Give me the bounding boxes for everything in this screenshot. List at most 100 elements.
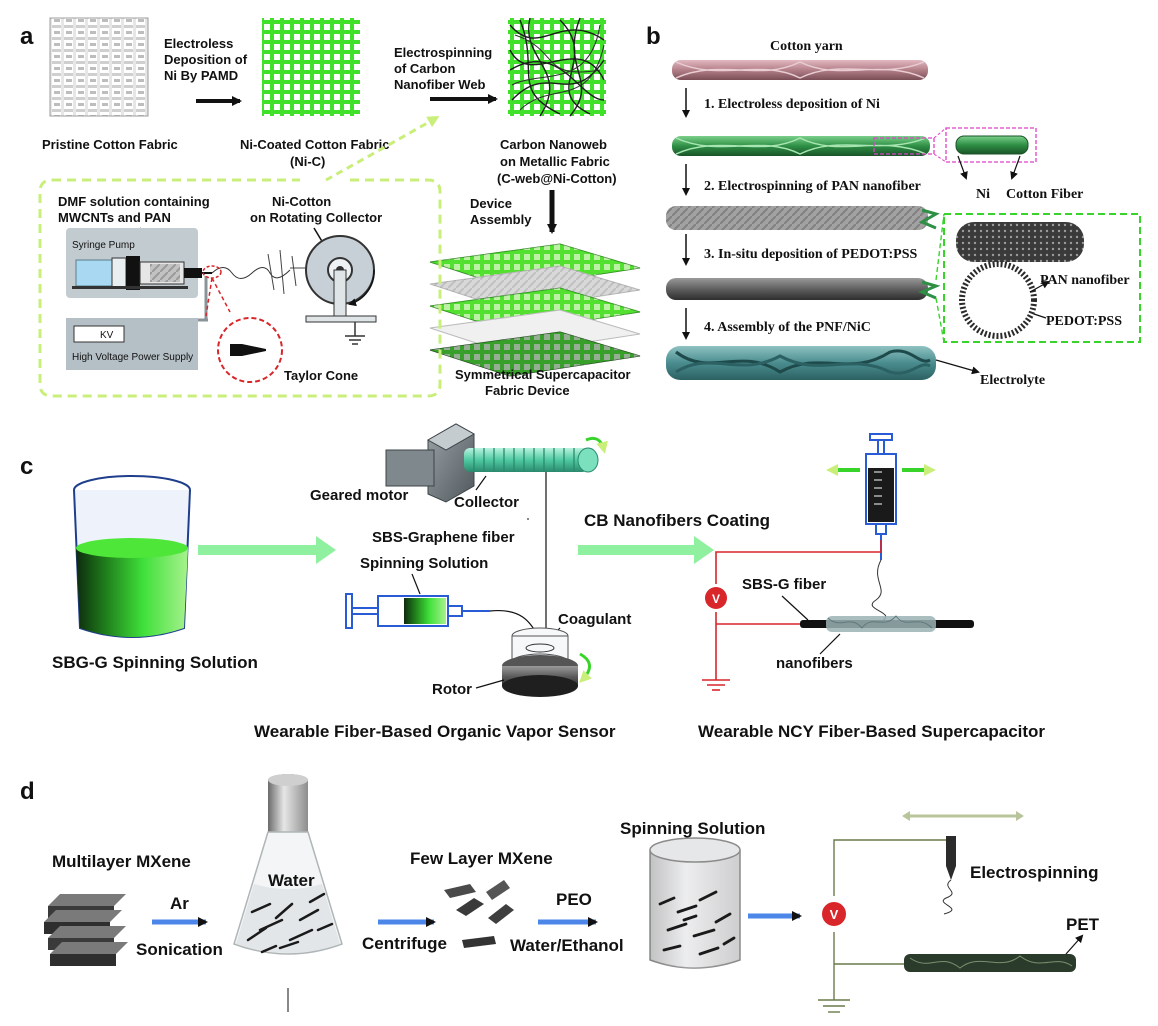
c-circuit	[702, 540, 882, 691]
panel-c: c SBG-G Spinning Solution Geared motor C…	[20, 423, 1045, 741]
supercap-line1: Symmetrical Supercapacitor	[455, 367, 631, 382]
d-jet	[942, 879, 953, 915]
spinning-solution-container	[649, 837, 741, 969]
panel-letter-c: c	[20, 453, 33, 480]
carbon-nanoweb-image	[508, 17, 606, 117]
jet	[211, 267, 291, 279]
carbon-line2: on Metallic Fabric	[500, 154, 610, 169]
panel-a: a Pristine Cotton Fabric Electroless Dep…	[20, 17, 641, 398]
rotor	[502, 652, 592, 697]
supercapacitor-stack-image	[429, 243, 641, 377]
panel-letter-d: d	[20, 778, 35, 805]
water-ethanol-label: Water/Ethanol	[510, 936, 624, 955]
b-inset-link-1	[935, 213, 945, 281]
nicoated-line2: (Ni-C)	[290, 154, 325, 169]
cone-needle	[230, 344, 242, 356]
sbsg-pointer	[781, 595, 809, 621]
b-step3: 3. In-situ deposition of PEDOT:PSS	[704, 247, 917, 262]
supercap-caption: Wearable NCY Fiber-Based Supercapacitor	[698, 722, 1045, 741]
beaker-image	[73, 475, 191, 638]
nanofibers-label: nanofibers	[776, 655, 853, 672]
cone-zoom-lines	[205, 277, 231, 317]
step2-line2: of Carbon	[394, 61, 455, 76]
c-arrow-1	[198, 536, 336, 564]
nicotton-line2: on Rotating Collector	[250, 210, 382, 225]
cotton-yarn-image	[672, 60, 928, 80]
d-nozzle	[946, 836, 956, 880]
d-circuit	[818, 811, 1024, 1013]
sonication-label: Sonication	[136, 940, 223, 959]
multilayer-mxene-image	[44, 894, 128, 966]
step1-line3: Ni By PAMD	[164, 68, 238, 83]
collector	[464, 436, 608, 473]
water-label: Water	[268, 871, 315, 890]
ni-pointer	[957, 155, 968, 180]
collector-pointer	[475, 475, 487, 491]
spinning-label: Spinning Solution	[360, 555, 488, 572]
pristine-label: Pristine Cotton Fabric	[42, 137, 178, 152]
b-step1: 1. Electroless deposition of Ni	[704, 97, 880, 112]
step2-line1: Electrospinning	[394, 45, 492, 60]
cotton-fiber-label: Cotton Fiber	[1006, 187, 1083, 202]
c-arrow-2	[578, 536, 714, 564]
b-step2: 2. Electrospinning of PAN nanofiber	[704, 179, 921, 194]
spiral-jet	[267, 249, 297, 295]
kv-display	[73, 325, 125, 343]
ni-coated-fabric-image	[262, 18, 360, 116]
device-line1: Device	[470, 196, 512, 211]
assembled-device-image	[666, 346, 936, 380]
step1-line2: Deposition of	[164, 52, 248, 67]
panel-d: d Multilayer MXene Ar Sonication Water	[20, 774, 1100, 1013]
multilayer-label: Multilayer MXene	[52, 852, 191, 871]
coagulant-label: Coagulant	[558, 611, 631, 628]
syringe-pump-label: Syringe Pump	[72, 240, 135, 251]
ar-label: Ar	[170, 894, 189, 913]
pan-label: PAN nanofiber	[1040, 273, 1130, 288]
inset-border	[38, 178, 442, 398]
cross-section	[959, 261, 1037, 339]
c-voltmeter	[705, 587, 727, 609]
sensor-caption: Wearable Fiber-Based Organic Vapor Senso…	[254, 722, 616, 741]
nanofibers-pointer	[819, 633, 841, 655]
sbg-label: SBG-G Spinning Solution	[52, 653, 258, 672]
d-voltmeter-label: V	[830, 907, 839, 922]
ni-coated-yarn-image	[672, 127, 1037, 163]
pedot-label: PEDOT:PSS	[1046, 314, 1122, 329]
rotor-pointer	[475, 679, 505, 689]
inset-link-arrow	[325, 116, 440, 182]
sbsg-label: SBS-G fiber	[742, 576, 826, 593]
pet-pointer	[1065, 934, 1084, 955]
electrolyte-label: Electrolyte	[980, 373, 1045, 388]
pan-coated-yarn-image	[666, 206, 940, 230]
sbs-fiber-label: SBS-Graphene fiber	[372, 529, 515, 546]
kv-label: KV	[100, 330, 114, 341]
erlenmeyer-flask	[233, 774, 343, 955]
c-voltmeter-label: V	[712, 592, 720, 606]
spinning-syringe	[345, 593, 490, 629]
panel-letter-b: b	[646, 23, 661, 50]
ni-label: Ni	[976, 187, 990, 202]
cb-label: CB Nanofibers Coating	[584, 511, 770, 530]
carbon-line3: (C-web@Ni-Cotton)	[497, 171, 617, 186]
electrospinning-label: Electrospinning	[970, 863, 1098, 882]
pan-pointer	[1029, 281, 1050, 293]
hv-label: High Voltage Power Supply	[72, 352, 193, 363]
dmf-line1: DMF solution containing	[58, 194, 210, 209]
taylor-label: Taylor Cone	[284, 368, 358, 383]
b-step4: 4. Assembly of the PNF/NiC	[704, 320, 871, 335]
cotton-yarn-label: Cotton yarn	[770, 39, 843, 54]
spinning-pointer	[411, 573, 421, 595]
pet-fiber	[904, 954, 1076, 972]
spinning-solution-label: Spinning Solution	[620, 819, 765, 838]
pet-label: PET	[1066, 915, 1100, 934]
nicotton-line1: Ni-Cotton	[272, 194, 331, 209]
geared-motor	[385, 423, 476, 503]
collector-label: Collector	[454, 494, 519, 511]
b-inset-border	[943, 213, 1141, 343]
dmf-line2: MWCNTs and PAN	[58, 210, 171, 225]
pristine-fabric-image	[49, 17, 149, 117]
few-layer-label: Few Layer MXene	[410, 849, 553, 868]
b-inset-link-2	[935, 297, 945, 343]
electrospin-syringe	[865, 433, 897, 560]
